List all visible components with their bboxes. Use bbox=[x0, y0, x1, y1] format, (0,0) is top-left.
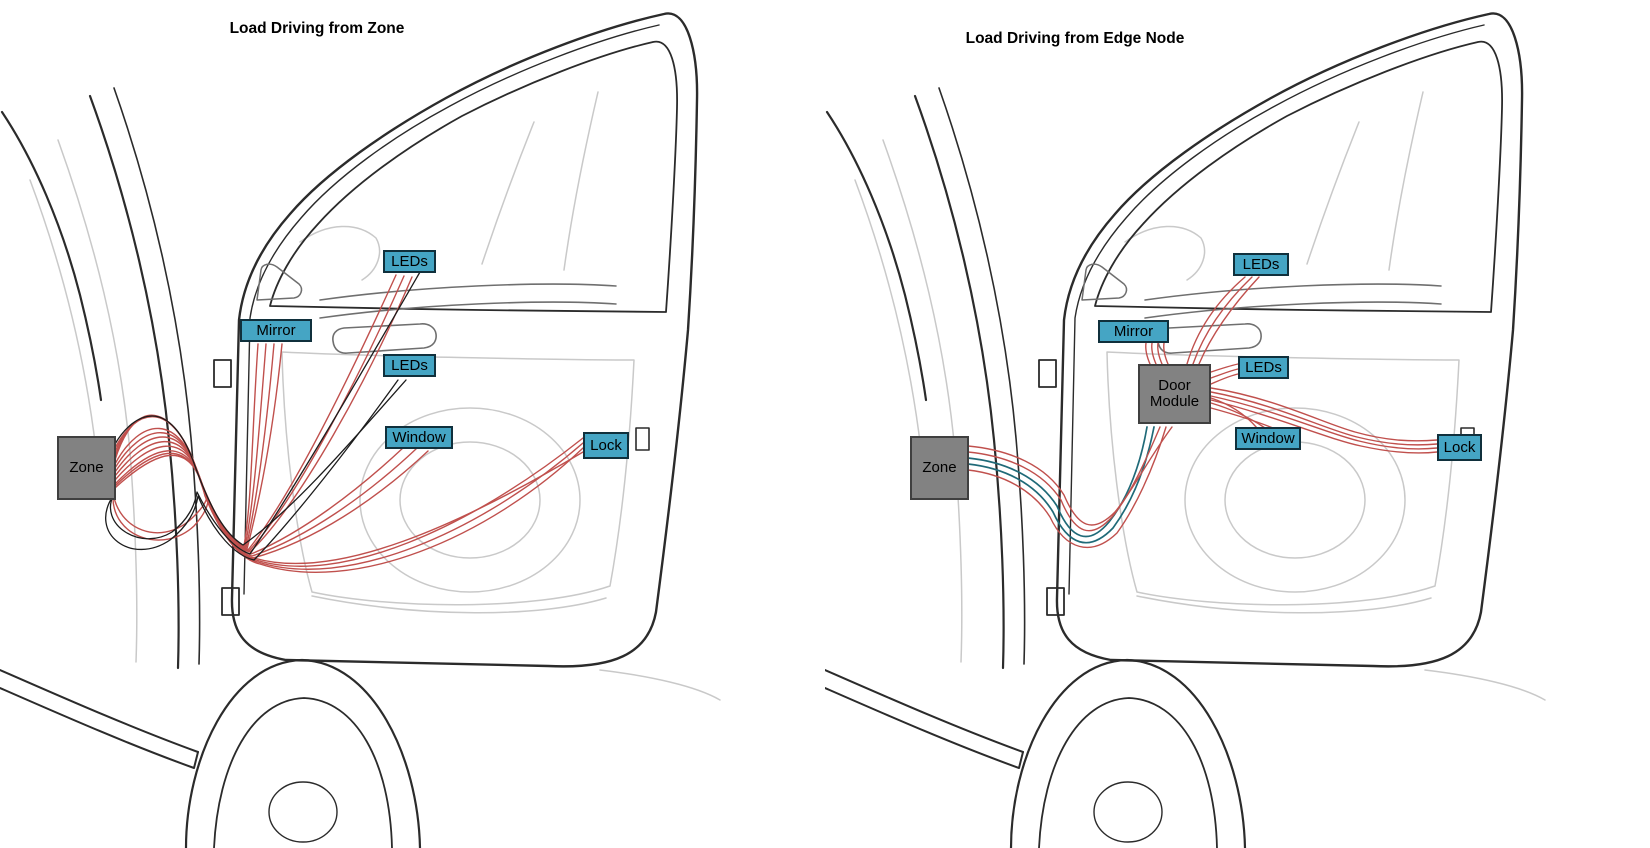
window-load-label: Window bbox=[385, 426, 453, 449]
right-diagram-canvas bbox=[825, 12, 1547, 848]
wires-module-to-leds-top bbox=[1186, 276, 1260, 365]
window-load-label: Window bbox=[1235, 427, 1301, 450]
zone-node-box: Zone bbox=[910, 436, 969, 500]
right-panel-title: Load Driving from Edge Node bbox=[965, 30, 1185, 47]
door-module-box: Door Module bbox=[1138, 364, 1211, 424]
lock-load-label: Lock bbox=[1437, 434, 1482, 461]
wires-module-to-mirror bbox=[1145, 342, 1169, 365]
leds-mid-load-label: LEDs bbox=[383, 354, 436, 377]
wires-zone-to-door-module-power bbox=[967, 426, 1173, 549]
leds-top-load-label: LEDs bbox=[383, 250, 436, 273]
mirror-load-label: Mirror bbox=[240, 319, 312, 342]
wires-zone-to-door-module-network bbox=[967, 426, 1155, 544]
wires-zone-to-leds-mid-black bbox=[105, 271, 421, 561]
wires-module-to-leds-mid bbox=[1210, 363, 1239, 385]
wires-zone-to-leds-top bbox=[114, 274, 413, 553]
zone-node-box: Zone bbox=[57, 436, 116, 500]
car-door-line-art bbox=[825, 12, 1547, 848]
mirror-load-label: Mirror bbox=[1098, 320, 1169, 343]
lock-load-label: Lock bbox=[583, 432, 629, 459]
left-panel-title: Load Driving from Zone bbox=[229, 20, 405, 37]
panel-load-driving-from-zone: Load Driving from Zone Zone Mirror LEDs … bbox=[0, 12, 722, 848]
leds-mid-load-label: LEDs bbox=[1238, 356, 1289, 379]
wires-module-to-lock bbox=[1210, 387, 1438, 454]
wires-zone-to-mirror bbox=[114, 343, 283, 550]
left-diagram-canvas bbox=[0, 12, 722, 848]
wires-module-to-window bbox=[1210, 397, 1274, 429]
panel-load-driving-from-edge-node: Load Driving from Edge Node Zone Door Mo… bbox=[825, 0, 1650, 848]
leds-top-load-label: LEDs bbox=[1233, 253, 1289, 276]
